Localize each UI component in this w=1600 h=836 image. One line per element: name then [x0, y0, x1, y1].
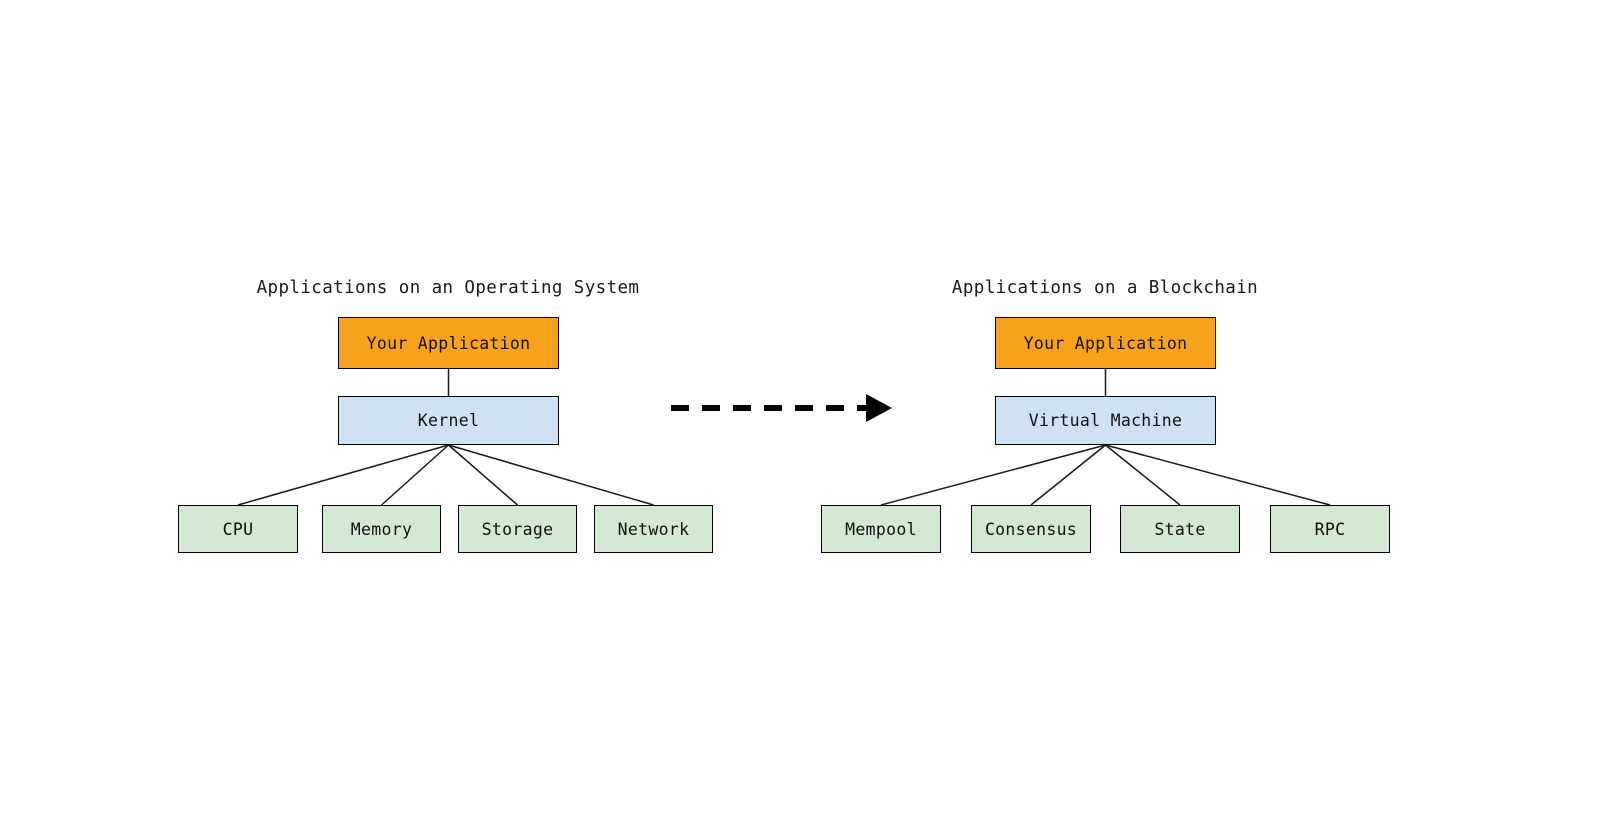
panel-title-blockchain: Applications on a Blockchain [951, 278, 1259, 298]
node-virtual-machine[interactable]: Virtual Machine [995, 396, 1216, 445]
node-your-application-blockchain[interactable]: Your Application [995, 317, 1216, 369]
node-consensus[interactable]: Consensus [971, 505, 1091, 553]
panel-title-operating-system: Applications on an Operating System [256, 278, 640, 298]
node-mempool[interactable]: Mempool [821, 505, 941, 553]
node-memory[interactable]: Memory [322, 505, 441, 553]
node-cpu[interactable]: CPU [178, 505, 298, 553]
connector-lines [237, 369, 1331, 506]
transition-arrow-group [671, 394, 892, 422]
node-network[interactable]: Network [594, 505, 713, 553]
node-kernel[interactable]: Kernel [338, 396, 559, 445]
node-your-application-os[interactable]: Your Application [338, 317, 559, 369]
node-storage[interactable]: Storage [458, 505, 577, 553]
node-state[interactable]: State [1120, 505, 1240, 553]
node-rpc[interactable]: RPC [1270, 505, 1390, 553]
